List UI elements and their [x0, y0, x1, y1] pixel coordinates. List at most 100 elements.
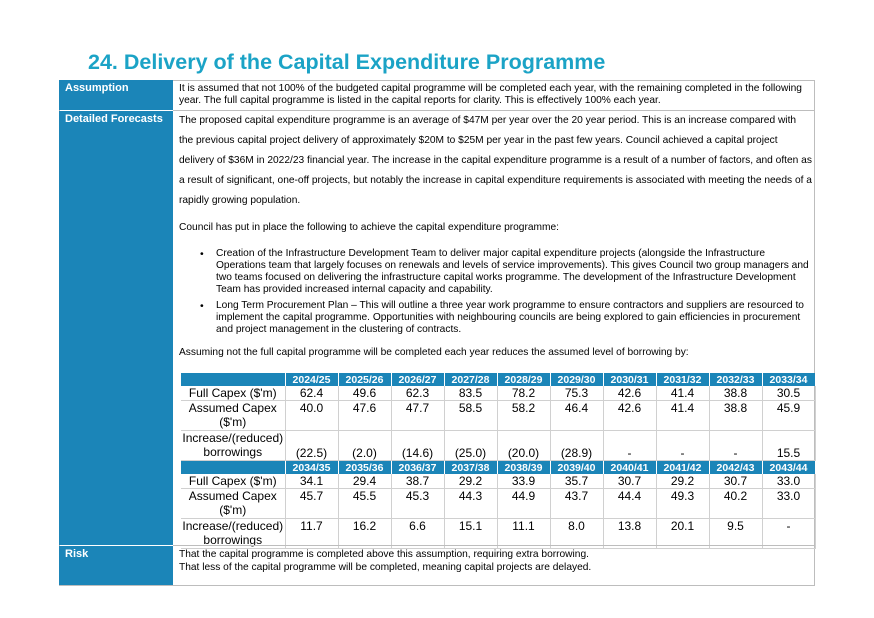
- value-cell: 45.5: [338, 488, 392, 519]
- row-divider: [173, 545, 815, 546]
- year-header-cell: 2041/42: [656, 460, 710, 474]
- row-label: Assumed Capex ($'m): [181, 400, 286, 431]
- value-cell: 46.4: [550, 400, 604, 431]
- year-header-cell: 2040/41: [603, 460, 657, 474]
- value-cell: 35.7: [550, 474, 604, 489]
- value-cell: 29.2: [444, 474, 498, 489]
- value-cell: -: [656, 430, 710, 461]
- bullet-icon: •: [200, 248, 204, 260]
- year-header-cell: 2028/29: [497, 373, 551, 386]
- value-cell: (14.6): [391, 430, 445, 461]
- value-cell: -: [762, 518, 816, 549]
- value-cell: 6.6: [391, 518, 445, 549]
- value-cell: 30.7: [603, 474, 657, 489]
- year-header-cell: 2037/38: [444, 460, 498, 474]
- year-header-blank: [181, 460, 286, 474]
- row-label: Increase/(reduced) borrowings: [181, 518, 286, 549]
- year-header-cell: 2042/43: [709, 460, 763, 474]
- risk-line-1: That the capital programme is completed …: [179, 549, 589, 560]
- year-header-cell: 2031/32: [656, 373, 710, 386]
- value-cell: 44.3: [444, 488, 498, 519]
- value-cell: 29.2: [656, 474, 710, 489]
- value-cell: 44.9: [497, 488, 551, 519]
- value-cell: 43.7: [550, 488, 604, 519]
- year-header-cell: 2030/31: [603, 373, 657, 386]
- year-header-blank: [181, 373, 286, 386]
- value-cell: 30.5: [762, 386, 816, 401]
- forecasts-paragraph: The proposed capital expenditure program…: [179, 115, 812, 206]
- value-cell: 42.6: [603, 400, 657, 431]
- row-label: Increase/(reduced) borrowings: [181, 430, 286, 461]
- value-cell: 45.7: [285, 488, 339, 519]
- value-cell: 78.2: [497, 386, 551, 401]
- year-header-cell: 2034/35: [285, 460, 339, 474]
- value-cell: 44.4: [603, 488, 657, 519]
- value-cell: 45.9: [762, 400, 816, 431]
- bullet-icon: •: [200, 300, 204, 312]
- year-header-cell: 2032/33: [709, 373, 763, 386]
- year-header-cell: 2043/44: [762, 460, 816, 474]
- bullet-item-procurement-plan: Long Term Procurement Plan – This will o…: [216, 300, 804, 335]
- detailed-forecasts-label: Detailed Forecasts: [59, 111, 173, 545]
- year-header-cell: 2027/28: [444, 373, 498, 386]
- value-cell: 47.6: [338, 400, 392, 431]
- value-cell: 8.0: [550, 518, 604, 549]
- page-title: 24. Delivery of the Capital Expenditure …: [88, 50, 606, 74]
- value-cell: (22.5): [285, 430, 339, 461]
- risk-line-2: That less of the capital programme will …: [179, 562, 592, 573]
- value-cell: 75.3: [550, 386, 604, 401]
- value-cell: 33.9: [497, 474, 551, 489]
- value-cell: (28.9): [550, 430, 604, 461]
- year-header-cell: 2025/26: [338, 373, 392, 386]
- year-header-cell: 2039/40: [550, 460, 604, 474]
- value-cell: 16.2: [338, 518, 392, 549]
- value-cell: 33.0: [762, 474, 816, 489]
- year-header-cell: 2029/30: [550, 373, 604, 386]
- value-cell: 38.7: [391, 474, 445, 489]
- value-cell: 42.6: [603, 386, 657, 401]
- value-cell: 33.0: [762, 488, 816, 519]
- value-cell: 49.6: [338, 386, 392, 401]
- value-cell: 62.4: [285, 386, 339, 401]
- value-cell: 45.3: [391, 488, 445, 519]
- value-cell: 40.2: [709, 488, 763, 519]
- value-cell: 58.2: [497, 400, 551, 431]
- value-cell: 41.4: [656, 386, 710, 401]
- forecasts-intro: Council has put in place the following t…: [179, 222, 559, 233]
- value-cell: 62.3: [391, 386, 445, 401]
- value-cell: (2.0): [338, 430, 392, 461]
- row-divider: [173, 110, 815, 111]
- year-header-cell: 2035/36: [338, 460, 392, 474]
- value-cell: (20.0): [497, 430, 551, 461]
- value-cell: 11.1: [497, 518, 551, 549]
- assumption-text: It is assumed that not 100% of the budge…: [179, 83, 802, 107]
- risk-label: Risk: [59, 546, 173, 585]
- bullet-item-infrastructure-team: Creation of the Infrastructure Developme…: [216, 248, 809, 295]
- value-cell: 40.0: [285, 400, 339, 431]
- increase-borrowings-row: Increase/(reduced) borrowings(22.5)(2.0)…: [181, 430, 816, 461]
- value-cell: 41.4: [656, 400, 710, 431]
- value-cell: 13.8: [603, 518, 657, 549]
- year-header-cell: 2033/34: [762, 373, 816, 386]
- value-cell: 38.8: [709, 386, 763, 401]
- value-cell: 38.8: [709, 400, 763, 431]
- value-cell: 30.7: [709, 474, 763, 489]
- year-header-cell: 2024/25: [285, 373, 339, 386]
- value-cell: 58.5: [444, 400, 498, 431]
- value-cell: 11.7: [285, 518, 339, 549]
- assumption-label: Assumption: [59, 80, 173, 110]
- value-cell: 49.3: [656, 488, 710, 519]
- value-cell: 20.1: [656, 518, 710, 549]
- value-cell: -: [603, 430, 657, 461]
- year-header-cell: 2026/27: [391, 373, 445, 386]
- value-cell: 34.1: [285, 474, 339, 489]
- row-label: Full Capex ($'m): [181, 474, 286, 489]
- row-label: Full Capex ($'m): [181, 386, 286, 401]
- value-cell: 47.7: [391, 400, 445, 431]
